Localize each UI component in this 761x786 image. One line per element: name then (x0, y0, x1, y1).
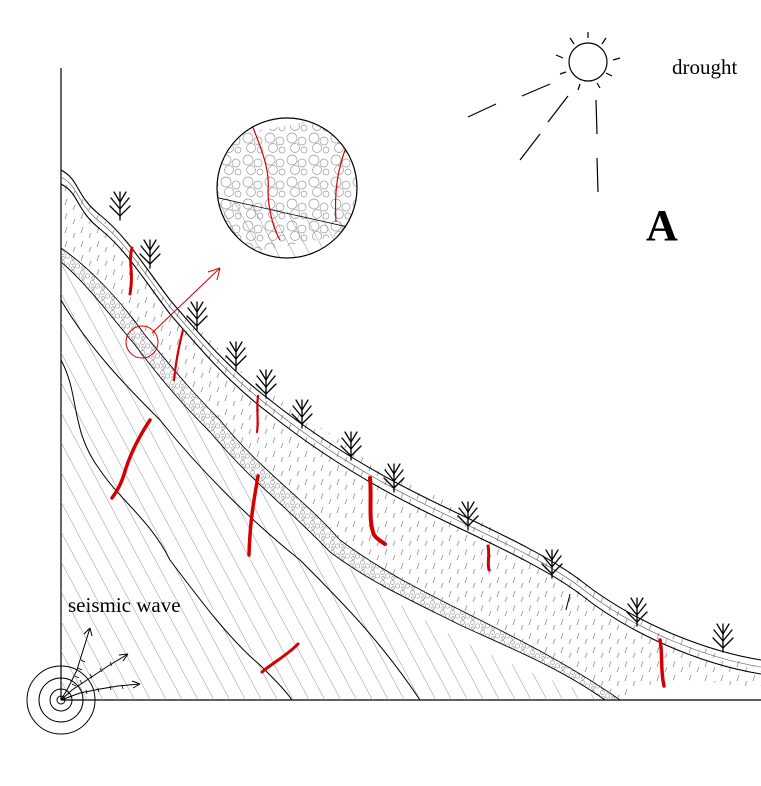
shrub-icon (340, 431, 362, 461)
seismic-wave-label: seismic wave (68, 593, 181, 617)
crack (128, 246, 134, 296)
sun-icon (467, 32, 621, 193)
magnifier-arrow (151, 267, 221, 334)
drought-label: drought (672, 55, 737, 79)
bedrock-middle (61, 300, 420, 700)
surface-line-bottom (60, 183, 761, 675)
crack (260, 642, 300, 674)
shrub-icon (457, 501, 479, 531)
shrub-icon (255, 369, 277, 399)
shrub-icon (109, 191, 131, 221)
surface-line-inner (60, 176, 761, 668)
bedrock-boundary-2 (60, 299, 421, 701)
surface-line-top (60, 169, 761, 661)
magnifier-arrowhead (207, 267, 221, 281)
bedrock-lower (61, 360, 292, 700)
crack (172, 328, 185, 382)
shrub-icon (541, 549, 563, 579)
shrub-icon (139, 239, 161, 269)
shrub-icon (626, 597, 648, 627)
crack-minor (565, 593, 571, 611)
shrubs (109, 191, 734, 653)
crack (658, 638, 666, 688)
panel-label: A (646, 201, 678, 250)
crack (486, 544, 491, 572)
crack (368, 476, 387, 546)
bedrock-layers (60, 258, 610, 701)
shrub-icon (291, 399, 313, 429)
crack (247, 474, 260, 557)
crack (110, 418, 152, 500)
bedrock-boundary-1 (60, 359, 293, 701)
magnifier (125, 117, 358, 359)
shrub-icon (712, 623, 734, 653)
soil-layer (61, 178, 761, 700)
magnifier-target-circle (125, 325, 159, 359)
soil-fill (61, 178, 761, 700)
cracks (110, 246, 666, 688)
magnifier-circle-icon (216, 117, 358, 259)
shrub-icon (225, 341, 247, 371)
seismic-source-icon (26, 627, 141, 735)
crack (255, 394, 260, 434)
surface-crust (60, 169, 761, 675)
shrub-icon (383, 463, 405, 493)
shrub-icon (186, 301, 208, 331)
